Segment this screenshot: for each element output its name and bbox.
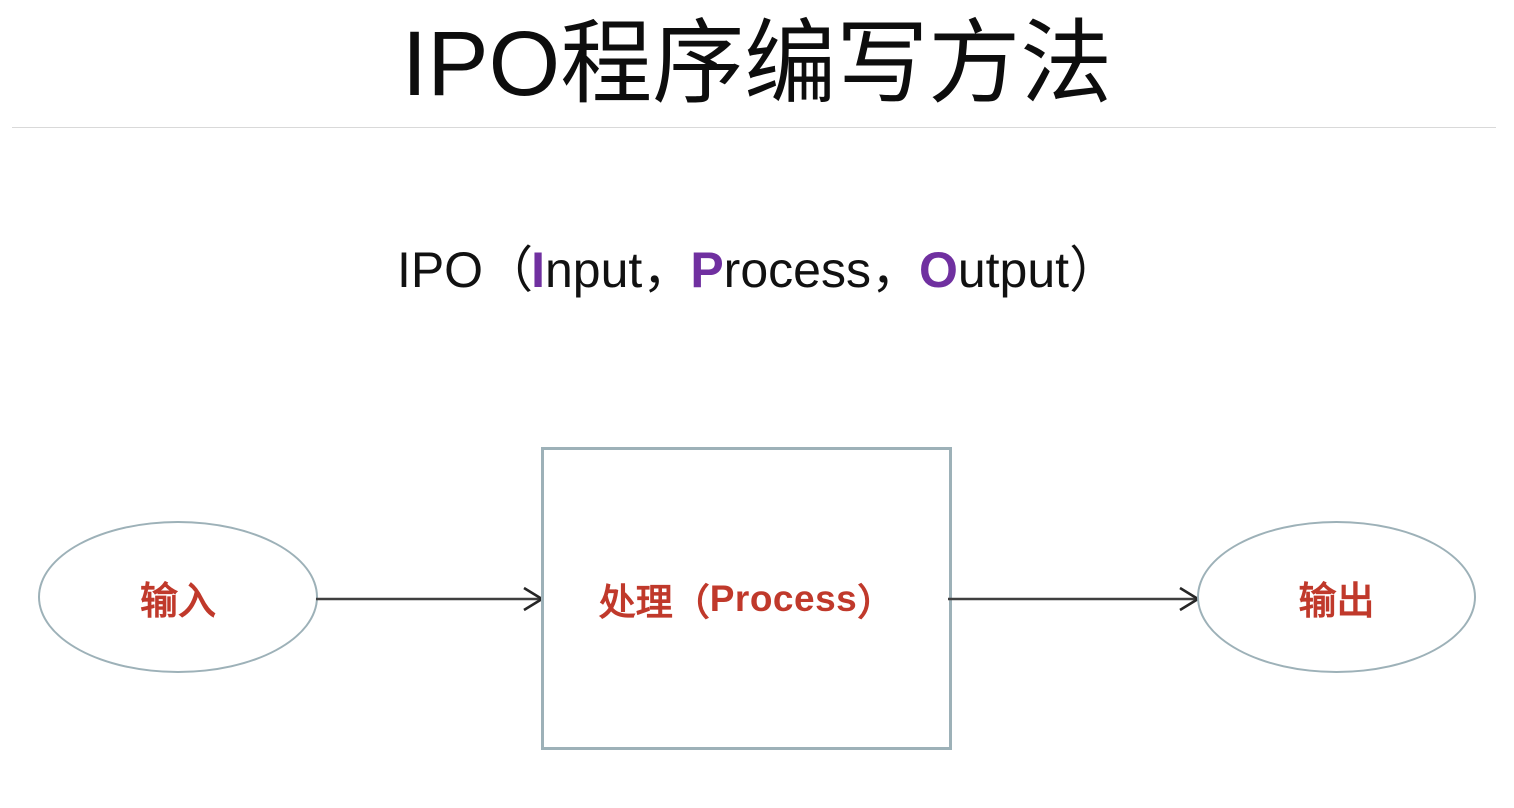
flow-node-process[interactable] — [541, 447, 952, 750]
flow-node-input[interactable] — [38, 521, 318, 673]
subtitle-close-paren: ） — [1069, 241, 1119, 299]
subtitle-output-accent: O — [918, 242, 958, 298]
subtitle-process-rest: rocess — [723, 242, 871, 298]
subtitle-process-accent: P — [690, 242, 724, 298]
title-divider — [12, 127, 1496, 128]
page-title: IPO程序编写方法 — [401, 13, 1113, 115]
subtitle-prefix: IPO — [396, 242, 484, 298]
subtitle-output-rest: utput — [957, 242, 1070, 298]
flow-node-output[interactable] — [1197, 521, 1476, 673]
subtitle-open-paren: （ — [483, 241, 533, 299]
subtitle-line: IPO（Input，Process，Output） — [0, 238, 1514, 302]
subtitle-input-rest: nput — [544, 242, 643, 298]
subtitle-separator-1: ， — [642, 241, 692, 299]
connector-process-to-output[interactable] — [948, 578, 1202, 620]
connector-input-to-process[interactable] — [316, 578, 546, 620]
subtitle-input-accent: I — [531, 242, 545, 298]
subtitle-separator-2: ， — [870, 241, 921, 299]
